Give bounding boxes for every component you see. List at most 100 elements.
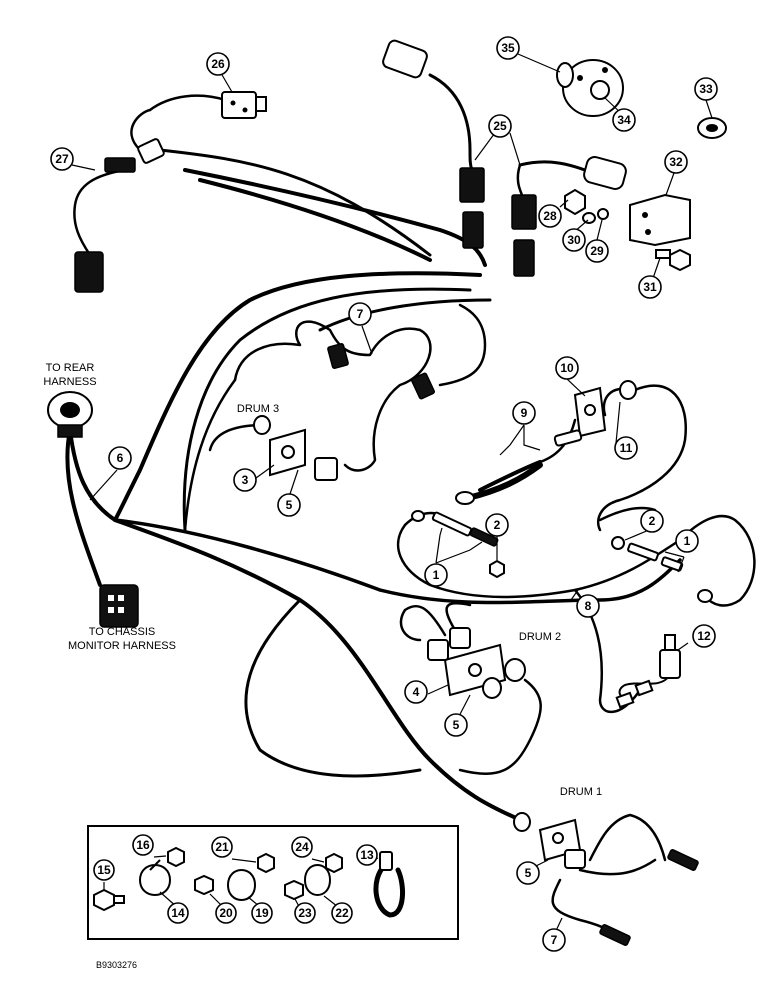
main-harness-wires	[65, 73, 756, 937]
callout-35: 35	[496, 36, 520, 60]
hardware-inset-box	[87, 825, 459, 940]
callout-2-left: 2	[485, 513, 509, 537]
svg-text:25: 25	[493, 119, 507, 133]
svg-text:24: 24	[295, 840, 309, 854]
svg-text:6: 6	[117, 451, 124, 465]
svg-text:2: 2	[649, 514, 656, 528]
to-rear-harness-connector	[47, 391, 93, 438]
svg-text:12: 12	[697, 629, 711, 643]
callout-15: 15	[93, 859, 115, 881]
callout-25: 25	[488, 114, 512, 138]
svg-text:21: 21	[215, 840, 229, 854]
part-13-tie-strap	[373, 862, 405, 918]
callout-11: 11	[614, 436, 638, 460]
drum1-plate	[513, 812, 699, 946]
part-19-clamp	[226, 869, 257, 901]
callout-20: 20	[215, 902, 237, 924]
callout-26: 26	[206, 52, 230, 76]
callout-14: 14	[167, 902, 189, 924]
callout-1-left: 1	[424, 563, 448, 587]
svg-text:15: 15	[97, 863, 111, 877]
svg-text:7: 7	[551, 933, 558, 947]
connector-parts	[47, 39, 727, 946]
callout-1-right: 1	[675, 529, 699, 553]
part-31-bolt	[655, 248, 691, 272]
callout-4: 4	[404, 680, 428, 704]
callout-2-right: 2	[640, 509, 664, 533]
part-26-switch	[221, 91, 267, 119]
parts-1-2-left	[411, 510, 505, 579]
svg-text:30: 30	[567, 233, 581, 247]
part-22-clamp	[303, 864, 332, 896]
callout-24: 24	[291, 836, 313, 858]
part-33-grommet	[697, 117, 727, 139]
svg-text:5: 5	[286, 498, 293, 512]
callout-33: 33	[694, 77, 718, 101]
part-15-screw	[93, 888, 125, 912]
svg-text:4: 4	[413, 685, 420, 699]
part-16-nut	[167, 846, 185, 868]
drum2-label: DRUM 2	[519, 631, 561, 643]
svg-text:1: 1	[433, 568, 440, 582]
part-20-screw	[194, 874, 214, 896]
callout-7-upper: 7	[348, 302, 372, 326]
to-rear-label-line1: TO REAR	[46, 362, 95, 374]
svg-text:7: 7	[357, 307, 364, 321]
callout-28: 28	[538, 204, 562, 228]
callout-9: 9	[512, 401, 536, 425]
figure-id: B9303276	[96, 960, 137, 970]
callout-23: 23	[294, 902, 316, 924]
callout-5-drum2: 5	[444, 713, 468, 737]
to-chassis-connector	[99, 584, 139, 628]
callout-6: 6	[108, 446, 132, 470]
callout-19: 19	[251, 902, 273, 924]
svg-text:35: 35	[501, 41, 515, 55]
text-labels: TO REAR HARNESS TO CHASSIS MONITOR HARNE…	[43, 362, 602, 970]
to-chassis-label-line2: MONITOR HARNESS	[68, 640, 176, 652]
part-25-connectors	[382, 39, 627, 277]
svg-text:9: 9	[521, 406, 528, 420]
svg-text:26: 26	[211, 57, 225, 71]
part-34-flange	[556, 59, 624, 117]
svg-text:20: 20	[219, 906, 233, 920]
part-27-connector	[74, 138, 165, 293]
parts-28-29-30-hardware	[564, 188, 609, 224]
callout-30: 30	[562, 228, 586, 252]
svg-text:5: 5	[525, 866, 532, 880]
svg-text:23: 23	[298, 906, 312, 920]
drum3-label: DRUM 3	[237, 403, 279, 415]
callout-27: 27	[50, 147, 74, 171]
callout-3: 3	[233, 468, 257, 492]
svg-text:34: 34	[617, 113, 631, 127]
svg-text:22: 22	[335, 906, 349, 920]
callout-16: 16	[132, 834, 154, 856]
callout-5-drum3: 5	[277, 493, 301, 517]
svg-text:28: 28	[543, 209, 557, 223]
drum2-plate	[427, 627, 526, 699]
part-32-bracket	[629, 193, 691, 247]
parts-1-2-right	[611, 536, 713, 603]
callout-13: 13	[356, 844, 378, 866]
callout-34: 34	[612, 108, 636, 132]
part-24-nut	[325, 852, 343, 874]
svg-text:33: 33	[699, 82, 713, 96]
drum3-plate	[253, 343, 435, 481]
parts-9-10-11	[455, 380, 637, 505]
callout-31: 31	[638, 275, 662, 299]
part-21-nut	[257, 852, 275, 874]
callout-10: 10	[555, 356, 579, 380]
svg-text:29: 29	[590, 244, 604, 258]
to-chassis-label-line1: TO CHASSIS	[89, 626, 155, 638]
svg-text:16: 16	[136, 838, 150, 852]
svg-text:11: 11	[620, 441, 633, 455]
svg-text:32: 32	[669, 155, 683, 169]
callout-32: 32	[664, 150, 688, 174]
callout-8: 8	[576, 594, 600, 618]
callout-7-lower: 7	[542, 928, 566, 952]
part-23-screw	[284, 879, 304, 901]
drum1-label: DRUM 1	[560, 786, 602, 798]
svg-text:13: 13	[360, 848, 374, 862]
svg-text:2: 2	[494, 518, 501, 532]
callout-22: 22	[331, 902, 353, 924]
